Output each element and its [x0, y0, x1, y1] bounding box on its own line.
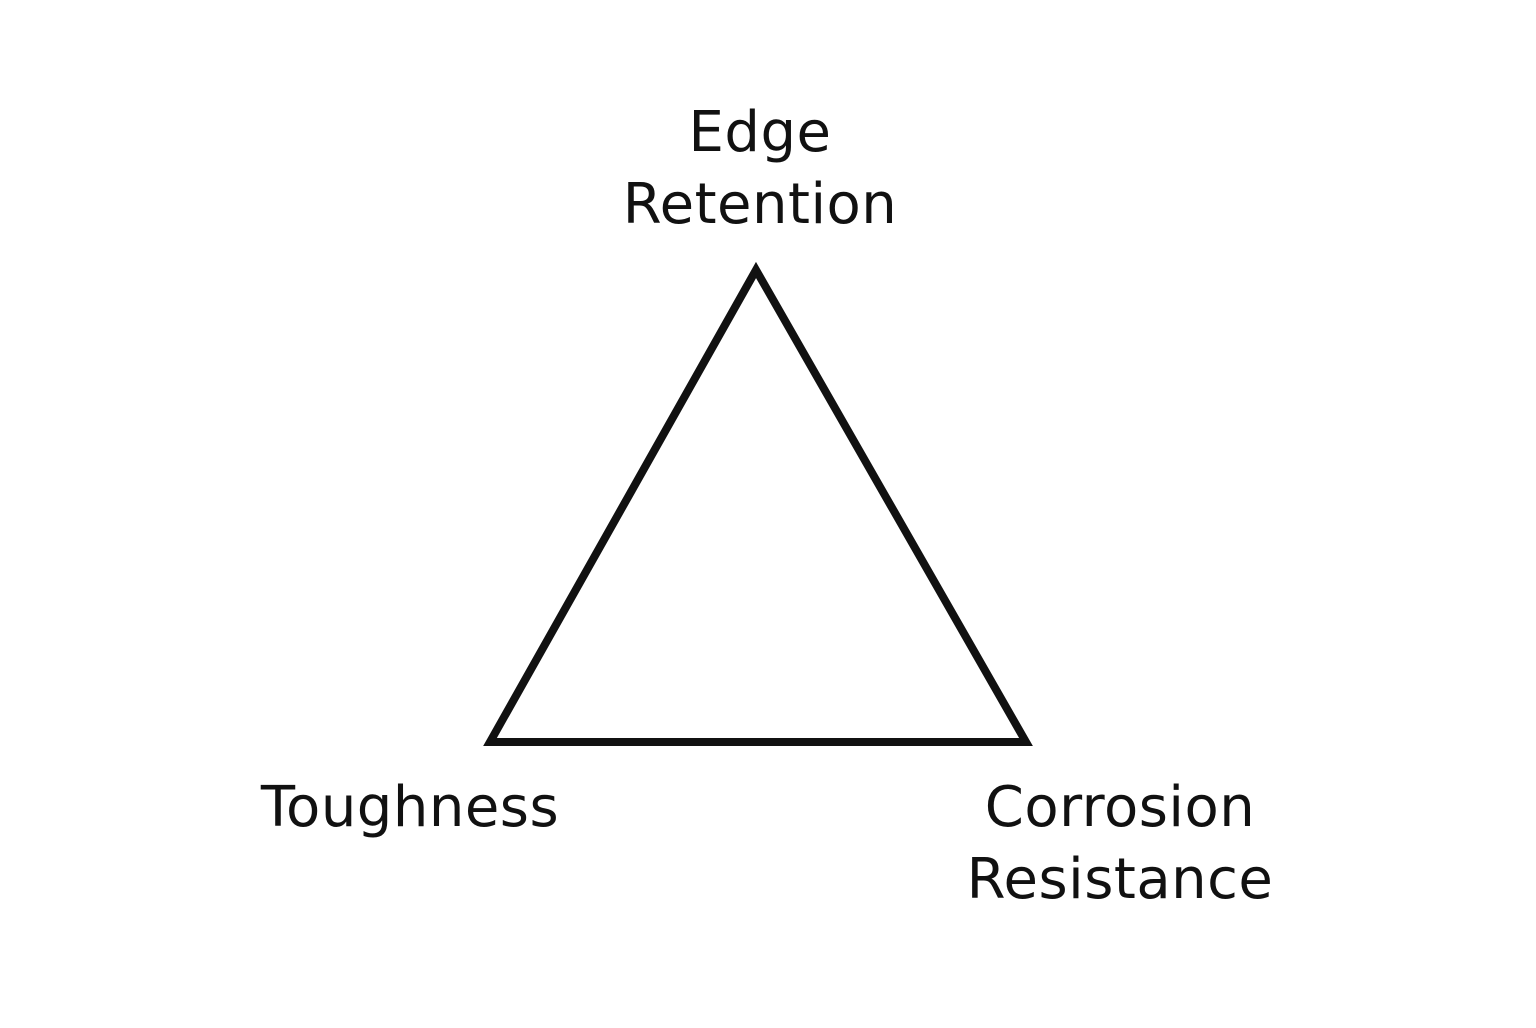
vertex-label-toughness: Toughness — [200, 772, 620, 844]
vertex-label-edge-retention: Edge Retention — [560, 97, 960, 241]
vertex-label-line: Edge — [688, 100, 832, 165]
vertex-label-corrosion-resistance: Corrosion Resistance — [910, 772, 1330, 916]
vertex-label-line: Corrosion — [984, 775, 1256, 840]
vertex-label-line: Toughness — [260, 775, 560, 840]
triangle-outline — [483, 261, 1033, 746]
vertex-label-line: Resistance — [966, 847, 1274, 912]
vertex-label-line: Retention — [622, 172, 898, 237]
